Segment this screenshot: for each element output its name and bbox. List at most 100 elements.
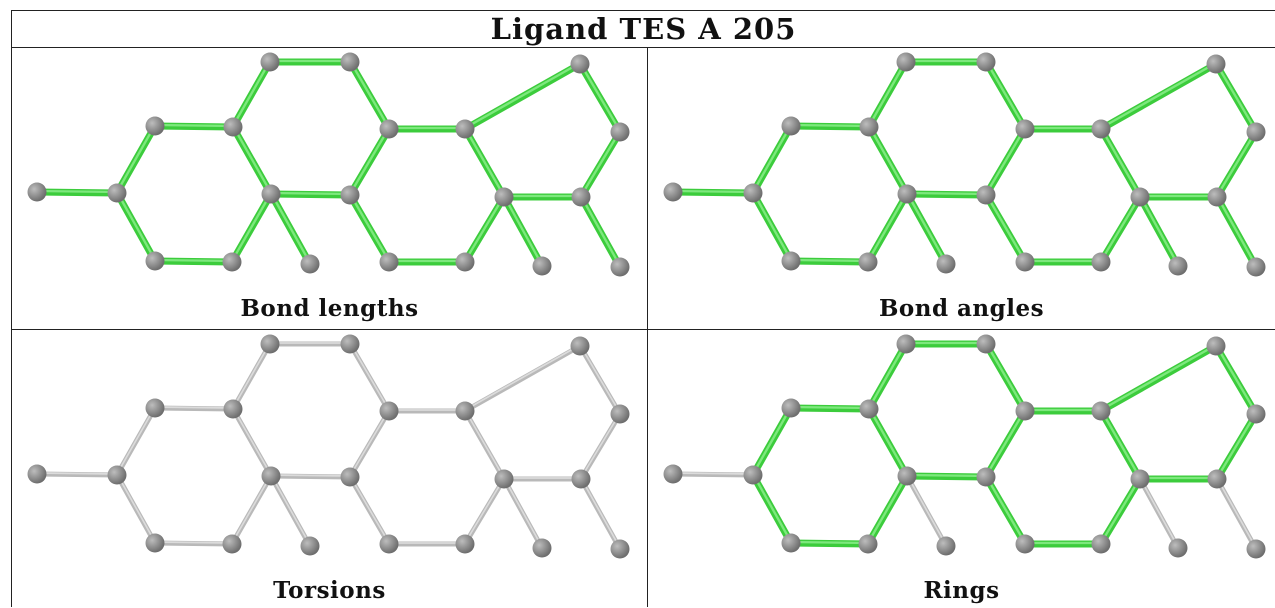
atom-4 xyxy=(897,466,917,486)
bond-1-2 xyxy=(749,404,795,479)
bond-13-19 xyxy=(1136,193,1182,270)
panel-bond-angles: Bond angles xyxy=(648,48,1275,329)
caption-torsions: Torsions xyxy=(273,577,386,604)
bond-17-20 xyxy=(578,476,623,552)
atom-11 xyxy=(1015,252,1035,272)
atom-12 xyxy=(1091,534,1111,554)
atom-1 xyxy=(107,183,127,203)
bond-7-8 xyxy=(902,58,990,66)
atom-18 xyxy=(936,536,956,556)
atom-16 xyxy=(1246,404,1266,424)
molecule-bond-lengths xyxy=(27,52,630,277)
bond-1-2 xyxy=(749,122,795,197)
bond-10-11 xyxy=(347,474,392,547)
bond-16-17 xyxy=(577,128,624,201)
bond-2-3 xyxy=(151,122,237,131)
atom-16 xyxy=(610,404,630,424)
bond-10-4 xyxy=(903,472,990,481)
atom-14 xyxy=(455,119,475,139)
bond-14-9 xyxy=(1021,407,1105,415)
bond-9-10 xyxy=(982,125,1029,199)
atom-9 xyxy=(379,119,399,139)
bond-11-12 xyxy=(386,541,468,547)
bond-14-9 xyxy=(1021,125,1105,133)
atom-13 xyxy=(1130,469,1150,489)
bond-4-5 xyxy=(864,472,911,548)
atom-17 xyxy=(1207,187,1227,207)
bond-5-6 xyxy=(787,257,872,266)
atom-8 xyxy=(340,334,360,354)
bond-11-12 xyxy=(385,258,469,266)
atom-1 xyxy=(743,465,763,485)
figure-title: Ligand TES A 205 xyxy=(11,10,1275,48)
molecule-torsions xyxy=(27,334,630,559)
bond-13-14 xyxy=(462,408,507,482)
atom-3 xyxy=(859,399,879,419)
atom-0 xyxy=(663,182,683,202)
atom-3 xyxy=(223,399,243,419)
bond-3-4 xyxy=(865,123,911,198)
bond-16-17 xyxy=(578,411,623,482)
bond-1-2 xyxy=(114,405,158,478)
bond-15-16 xyxy=(577,343,623,417)
bond-2-3 xyxy=(787,122,873,131)
atom-5 xyxy=(222,534,242,554)
bond-3-7 xyxy=(865,58,910,131)
bond-3-4 xyxy=(229,123,275,198)
atom-10 xyxy=(976,467,996,487)
bond-4-18 xyxy=(903,190,950,268)
bond-13-14 xyxy=(1097,125,1144,201)
atom-5 xyxy=(858,534,878,554)
bond-12-13 xyxy=(462,476,507,547)
bond-6-1 xyxy=(749,471,795,547)
bond-5-6 xyxy=(151,257,236,266)
bond-2-3 xyxy=(787,404,873,413)
atom-8 xyxy=(340,52,360,72)
atom-0 xyxy=(27,464,47,484)
atom-16 xyxy=(610,122,630,142)
bond-13-19 xyxy=(1137,476,1181,551)
atom-20 xyxy=(610,257,630,277)
bond-10-11 xyxy=(982,473,1029,548)
bond-0-1 xyxy=(33,188,121,197)
atom-7 xyxy=(260,334,280,354)
atom-3 xyxy=(859,117,879,137)
atom-8 xyxy=(976,334,996,354)
atom-11 xyxy=(379,534,399,554)
bond-14-15 xyxy=(1097,60,1220,133)
atom-4 xyxy=(261,184,281,204)
bond-10-4 xyxy=(267,190,354,199)
atom-10 xyxy=(340,467,360,487)
bond-6-1 xyxy=(114,472,158,546)
bond-9-10 xyxy=(347,408,392,480)
bond-3-4 xyxy=(230,406,274,479)
bond-6-1 xyxy=(113,189,159,265)
bond-7-8 xyxy=(267,341,353,347)
bond-4-18 xyxy=(267,190,314,268)
bond-15-16 xyxy=(576,60,624,136)
panel-rings: Rings xyxy=(648,329,1275,607)
bond-1-2 xyxy=(113,122,159,197)
atom-15 xyxy=(1206,54,1226,74)
bond-0-1 xyxy=(669,188,757,197)
bond-16-17 xyxy=(1213,128,1260,201)
bond-17-13 xyxy=(500,193,585,201)
bond-15-16 xyxy=(1212,342,1260,418)
bond-10-4 xyxy=(268,473,353,480)
bond-0-1 xyxy=(670,471,756,478)
bond-8-9 xyxy=(982,340,1029,415)
bond-17-20 xyxy=(577,193,624,271)
atom-13 xyxy=(494,187,514,207)
bond-0-1 xyxy=(34,471,120,478)
atom-0 xyxy=(663,464,683,484)
bond-11-12 xyxy=(1021,258,1105,266)
bond-17-13 xyxy=(501,476,584,482)
bond-14-9 xyxy=(385,125,469,133)
atom-17 xyxy=(1207,469,1227,489)
atom-3 xyxy=(223,117,243,137)
atom-2 xyxy=(145,116,165,136)
bond-8-9 xyxy=(346,58,393,133)
atom-17 xyxy=(571,187,591,207)
bond-10-11 xyxy=(346,191,393,266)
bond-14-15 xyxy=(462,343,583,414)
